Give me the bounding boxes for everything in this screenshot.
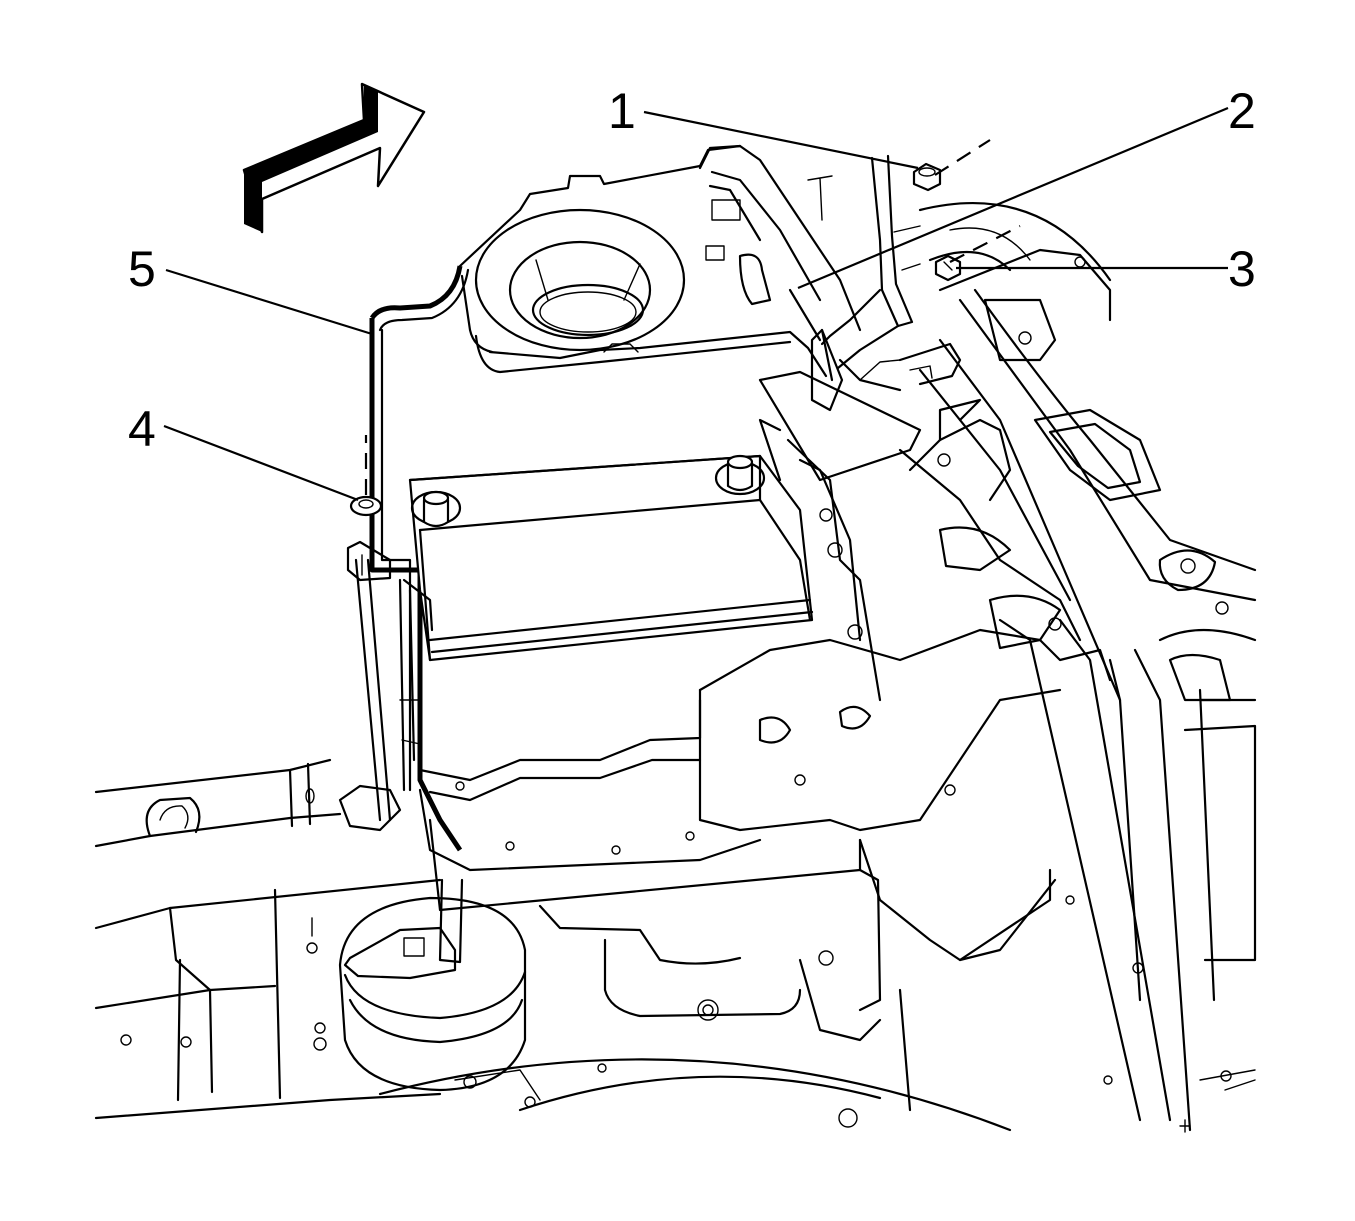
callout-3: 3 [1228, 241, 1256, 297]
battery-tray [369, 144, 1112, 1112]
lower-frame [94, 618, 1257, 1133]
callout-4: 4 [128, 401, 156, 457]
hold-down-cable [820, 154, 962, 392]
nut-4 [349, 495, 383, 517]
callout-1: 1 [608, 83, 636, 139]
callout-labels: 1 2 3 4 5 [128, 83, 1256, 457]
front-direction-arrow-icon [242, 82, 426, 234]
bolt-3 [934, 254, 962, 282]
nut-1 [912, 162, 942, 192]
fasteners [338, 162, 962, 832]
centerlines [364, 139, 1021, 495]
callout-2: 2 [1228, 83, 1256, 139]
leader-lines [163, 106, 1229, 502]
upper-body-structure [918, 202, 1257, 702]
callout-5: 5 [128, 241, 156, 297]
